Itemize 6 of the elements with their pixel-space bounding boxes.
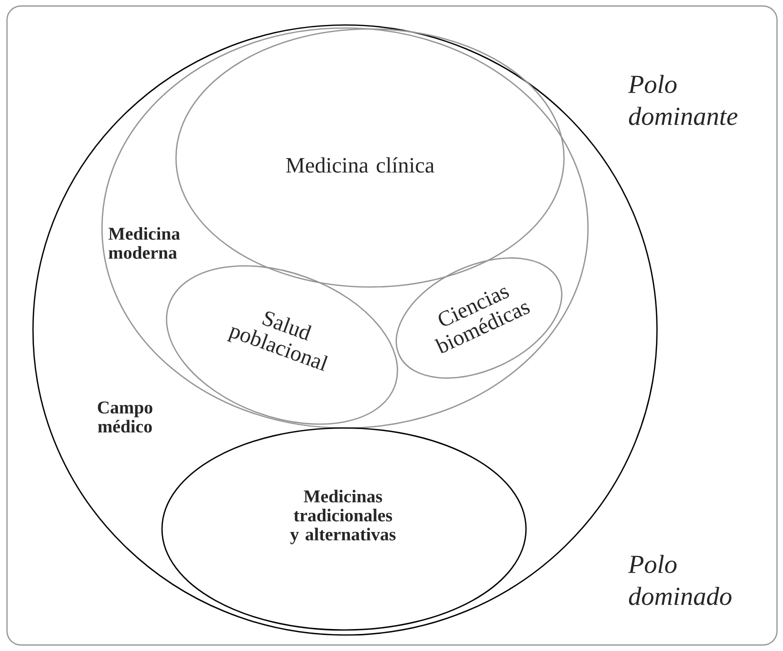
- pole-label: Polo dominante: [628, 74, 738, 126]
- ellipse-label: Medicinas tradicionales y alternativas: [290, 490, 396, 544]
- pole-label: Polo dominado: [628, 554, 732, 606]
- ellipse-label: Medicina clínica: [286, 157, 434, 173]
- ellipse-label: Campo médico: [98, 401, 152, 433]
- ellipse-label: Medicina moderna: [108, 227, 180, 259]
